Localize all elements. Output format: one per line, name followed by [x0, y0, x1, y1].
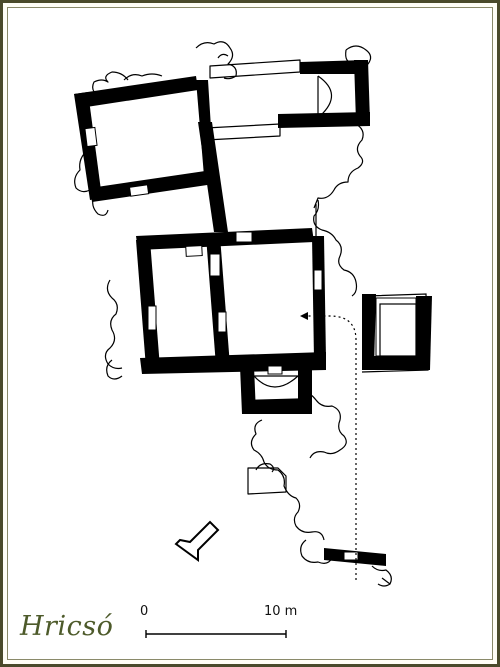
- rubble-outline-foot: [371, 565, 392, 587]
- route-arrowhead: [300, 312, 308, 320]
- rubble-outline-bottom-chain: [250, 389, 347, 541]
- rubble-outline-detached: [247, 463, 287, 495]
- wall-nw-top: [74, 76, 198, 108]
- opening-6: [217, 311, 227, 333]
- wall-nave-west: [198, 122, 228, 232]
- dismantled-wall-top-1: [209, 59, 301, 79]
- dotted-route: [304, 315, 357, 580]
- east-room-inner: [379, 303, 417, 357]
- opening-5: [147, 305, 157, 331]
- wall-east-left: [362, 294, 376, 368]
- opening-10: [343, 551, 359, 561]
- north-arrow-icon: [174, 520, 220, 562]
- rubble-outline-bottom-end: [300, 539, 333, 564]
- opening-9: [375, 297, 417, 357]
- rubble-outline-right-1: [313, 123, 364, 209]
- opening-3: [185, 245, 203, 257]
- opening-7: [267, 365, 283, 375]
- wall-group: [74, 60, 432, 566]
- rubble-outline-left-lower: [104, 279, 123, 380]
- caption-title: Hricsó: [20, 611, 114, 642]
- wall-chancel-bottom: [278, 112, 370, 128]
- dismantled-wall-top-2: [205, 123, 281, 141]
- rubble-outline-right-2: [313, 199, 358, 297]
- scale-end-label: 10 m: [264, 604, 298, 619]
- wall-nw-bottom: [90, 170, 214, 202]
- scale-bar: [145, 630, 287, 638]
- wall-chancel-top: [300, 60, 366, 74]
- wall-lower-bottom: [242, 398, 312, 414]
- wall-east-right: [416, 296, 432, 370]
- wall-central-right: [312, 236, 326, 360]
- wall-chancel-right: [354, 60, 370, 122]
- wall-central-left: [136, 240, 160, 368]
- opening-4: [209, 253, 221, 277]
- rubble-outline-left-top: [92, 71, 163, 97]
- wall-east-bottom: [362, 356, 430, 370]
- corridor-outline: [361, 293, 429, 373]
- wall-central-top: [136, 228, 314, 250]
- apse-curve-top: [317, 75, 333, 117]
- opening-2: [128, 184, 150, 197]
- rubble-outline-top: [195, 41, 237, 80]
- opening-8: [313, 269, 323, 291]
- opening-1: [84, 126, 98, 148]
- apse-curve-bottom: [253, 375, 299, 388]
- scale-start-label: 0: [140, 604, 149, 619]
- openings-group: [84, 126, 417, 561]
- opening-11: [235, 231, 253, 243]
- wall-lower-right: [298, 366, 312, 412]
